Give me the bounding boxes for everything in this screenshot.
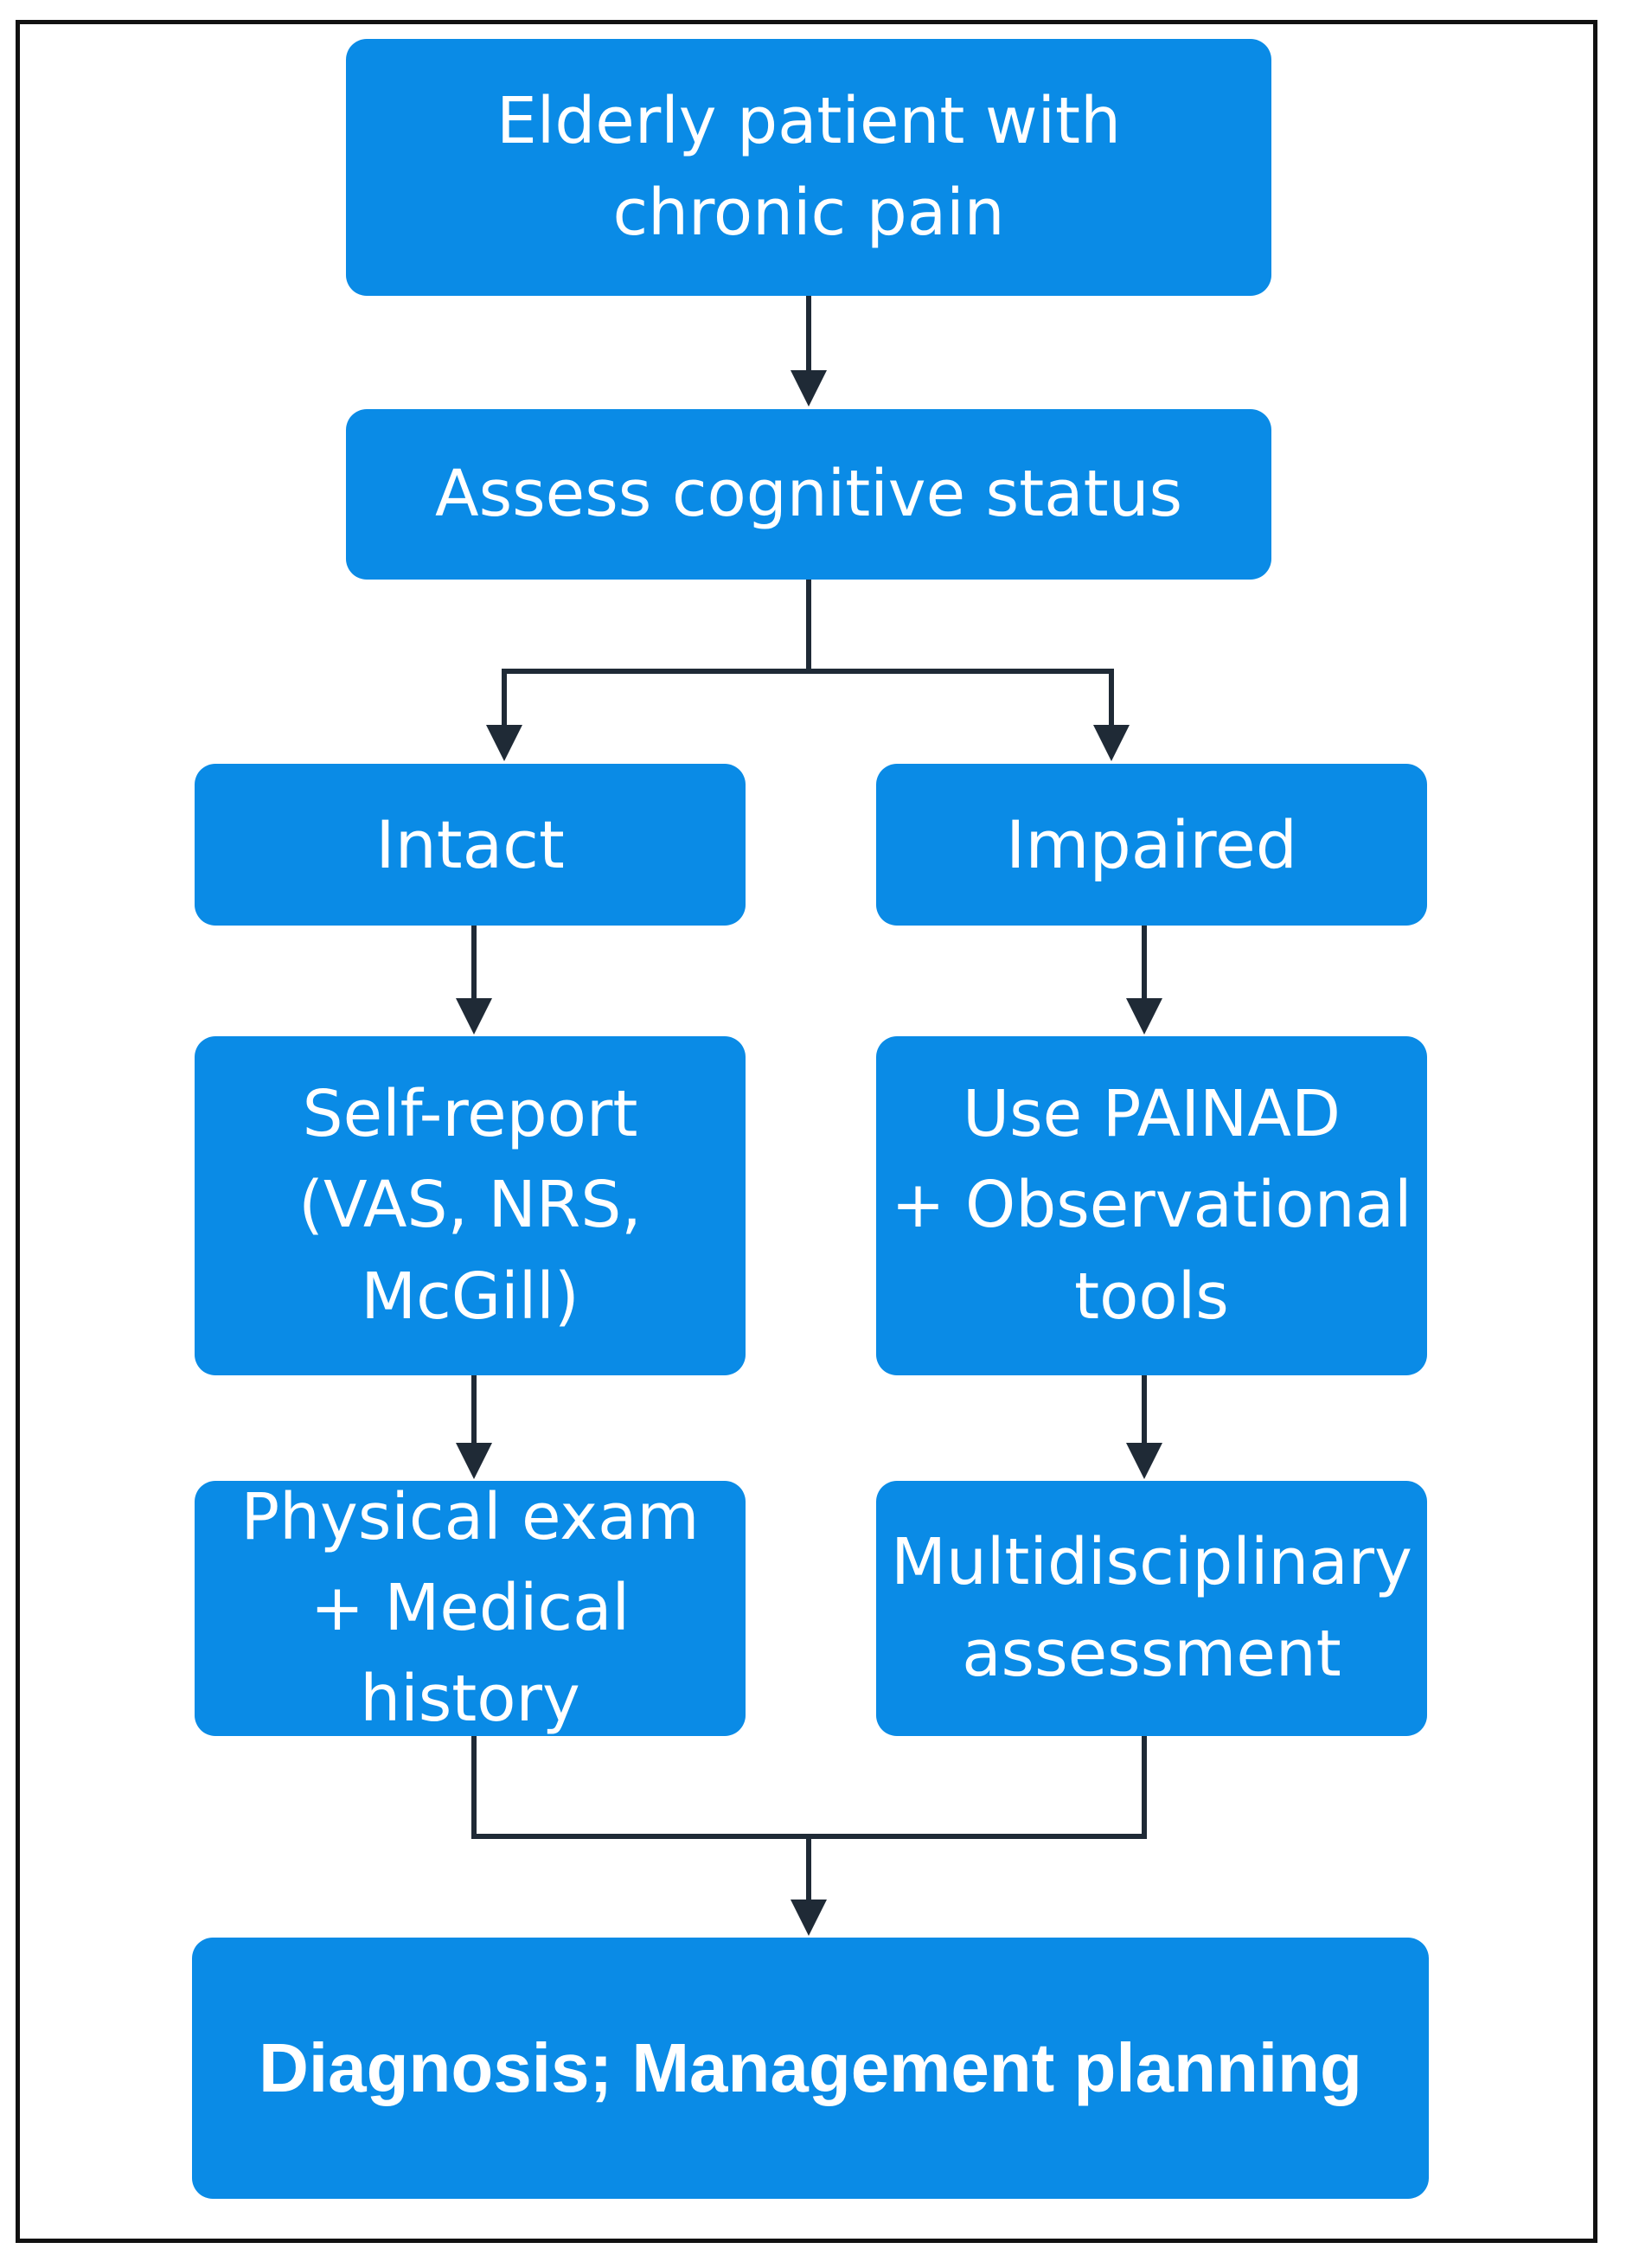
node-assess-cognitive-status-label: Assess cognitive status bbox=[434, 456, 1183, 531]
node-multidisciplinary-label: Multidisciplinary assessment bbox=[891, 1525, 1412, 1691]
node-physical-exam: Physical exam + Medical history bbox=[195, 1480, 746, 1736]
node-painad: Use PAINAD + Observational tools bbox=[876, 1036, 1427, 1375]
node-self-report-label: Self-report (VAS, NRS, McGill) bbox=[298, 1077, 642, 1334]
node-intact-label: Intact bbox=[375, 805, 565, 883]
node-diagnosis: Diagnosis; Management planning bbox=[192, 1938, 1429, 2199]
node-self-report: Self-report (VAS, NRS, McGill) bbox=[195, 1036, 746, 1375]
node-painad-label: Use PAINAD + Observational tools bbox=[891, 1077, 1412, 1334]
node-diagnosis-label: Diagnosis; Management planning bbox=[259, 2029, 1362, 2107]
node-intact: Intact bbox=[195, 764, 746, 926]
node-impaired: Impaired bbox=[876, 764, 1427, 926]
node-elderly-patient: Elderly patient with chronic pain bbox=[346, 39, 1271, 296]
node-physical-exam-label: Physical exam + Medical history bbox=[240, 1479, 700, 1737]
node-multidisciplinary: Multidisciplinary assessment bbox=[876, 1481, 1427, 1736]
node-elderly-patient-label: Elderly patient with chronic pain bbox=[496, 84, 1121, 250]
node-assess-cognitive-status: Assess cognitive status bbox=[346, 409, 1271, 580]
node-impaired-label: Impaired bbox=[1006, 805, 1297, 883]
